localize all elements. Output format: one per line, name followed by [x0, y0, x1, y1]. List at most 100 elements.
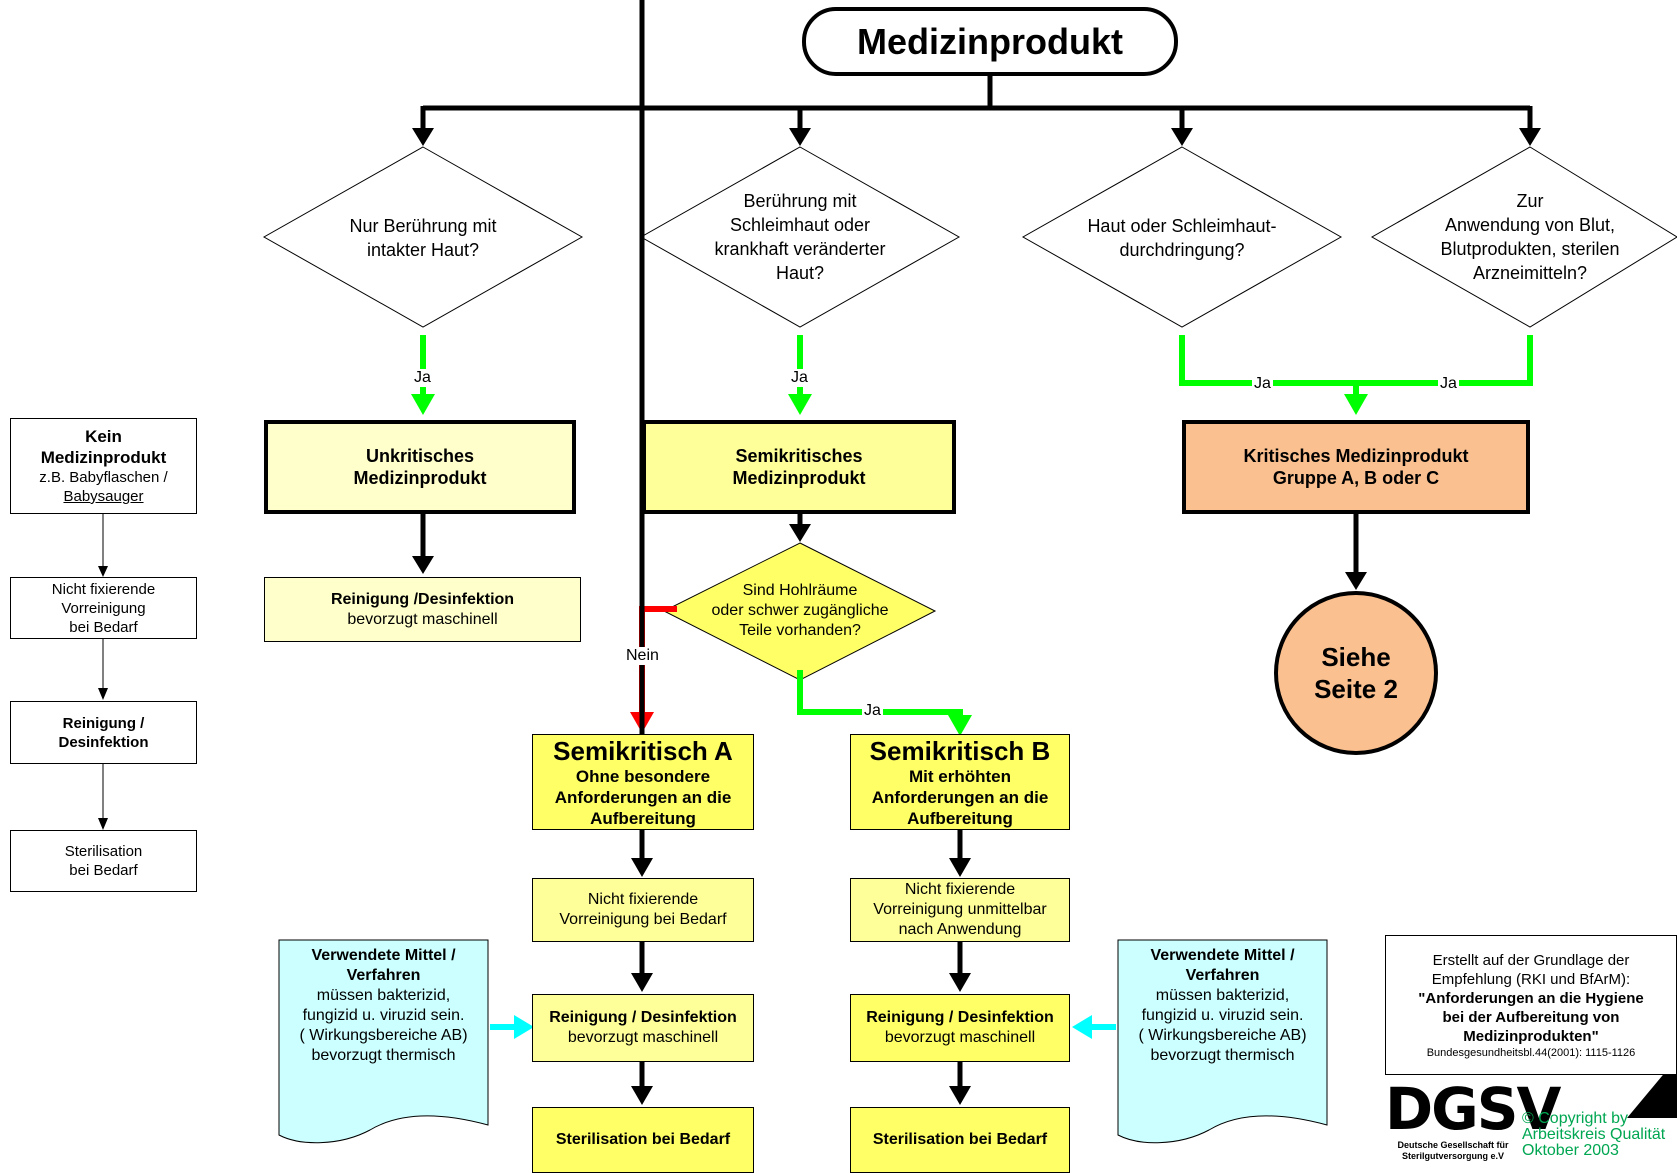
- question-4-line: Arzneimitteln?: [1472, 263, 1588, 283]
- mittel-line: müssen bakterizid,: [316, 987, 451, 1004]
- semi-b-title: Semikritisch B: [869, 735, 1051, 766]
- mittel-title-line: Verwendete Mittel /: [311, 947, 456, 964]
- mittel-line: ( Wirkungsbereiche AB): [299, 1027, 468, 1044]
- kritisch-line: Kritisches Medizinprodukt: [1243, 446, 1469, 466]
- dgsv-logo-text: DGSV: [1385, 1075, 1561, 1143]
- kein-vorreinigung-line: bei Bedarf: [69, 618, 138, 636]
- question-1-line: Nur Berührung mit: [349, 216, 497, 236]
- question-4-line: Anwendung von Blut,: [1444, 215, 1616, 235]
- kein-sub-line: z.B. Babyflaschen /: [39, 469, 168, 486]
- mittel-line: ( Wirkungsbereiche AB): [1138, 1027, 1307, 1044]
- question-3-line: durchdringung?: [1119, 240, 1245, 260]
- source-bold-line: "Anforderungen an die Hygiene: [1418, 989, 1644, 1007]
- semi-a-sub: Anforderungen an die: [554, 787, 732, 807]
- kein-sub-line: Babysauger: [63, 488, 144, 505]
- semi-b-vorreinigung-line: Nicht fixierende: [904, 881, 1016, 898]
- kein-reinigung-box: Reinigung / Desinfektion: [10, 701, 197, 764]
- hohlraum-line: Sind Hohlräume: [742, 582, 858, 599]
- column-a-arrows: [631, 0, 653, 1105]
- kein-sterilisation-line: bei Bedarf: [69, 862, 138, 879]
- top-bus: [412, 73, 1541, 146]
- unkritisch-reinigung-box: Reinigung /Desinfektion bevorzugt maschi…: [264, 577, 581, 642]
- question-1: Nur Berührung mit intakter Haut?: [304, 212, 542, 264]
- mittel-title-line: Verwendete Mittel /: [1150, 947, 1295, 964]
- mittel-right-text: Verwendete Mittel / Verfahren müssen bak…: [1118, 946, 1327, 1096]
- kein-sterilisation-line: Sterilisation: [64, 843, 143, 860]
- semi-a-vorreinigung-box: Nicht fixierende Vorreinigung bei Bedarf: [532, 878, 754, 942]
- semi-b-reinigung-title: Reinigung / Desinfektion: [866, 1009, 1054, 1026]
- cyan-arrows: [490, 1015, 1116, 1039]
- mittel-line: bevorzugt thermisch: [1150, 1047, 1295, 1064]
- source-bold-line: bei der Aufbereitung von: [1442, 1008, 1620, 1026]
- source-line: Erstellt auf der Grundlage der: [1432, 951, 1630, 969]
- unkritisch-reinigung-sub: bevorzugt maschinell: [347, 610, 498, 628]
- semi-a-reinigung-sub: bevorzugt maschinell: [567, 1029, 719, 1046]
- top-title: Medizinprodukt: [802, 7, 1178, 76]
- semi-a-reinigung-title: Reinigung / Desinfektion: [549, 1009, 737, 1026]
- mittel-doc-right: [1117, 939, 1328, 1144]
- semi-b-sub: Aufbereitung: [907, 808, 1013, 828]
- semi-a-vorreinigung-line: Nicht fixierende: [587, 891, 699, 908]
- kein-title-line: Kein: [85, 427, 122, 446]
- kein-reinigung-line: Reinigung /: [62, 714, 145, 732]
- semi-a-reinigung-box: Reinigung / Desinfektion bevorzugt masch…: [532, 994, 754, 1062]
- copyright-line: Arbeitskreis Qualität: [1522, 1126, 1666, 1143]
- siehe-seite-2-circle[interactable]: Siehe Seite 2: [1274, 591, 1438, 755]
- mittel-title-line: Verfahren: [1185, 967, 1260, 984]
- unkritisch-line: Unkritisches: [365, 446, 475, 466]
- question-4-line: Zur: [1516, 191, 1544, 211]
- ja-label-4: Ja: [1438, 375, 1459, 393]
- kein-column-arrows: [98, 514, 108, 830]
- semi-a-title: Semikritisch A: [553, 735, 733, 766]
- unkritisch-box: Unkritisches Medizinprodukt: [264, 420, 576, 514]
- semi-b-reinigung-box: Reinigung / Desinfektion bevorzugt masch…: [850, 994, 1070, 1062]
- semi-b-sub: Anforderungen an die: [871, 787, 1049, 807]
- dgsv-logo-sub2: Sterilgutversorgung e.V: [1401, 1151, 1505, 1161]
- siehe-line: Siehe: [1321, 642, 1391, 672]
- question-diamond-4: [1370, 146, 1677, 328]
- copyright-line: Oktober 2003: [1522, 1142, 1619, 1159]
- semi-a-sub: Aufbereitung: [590, 808, 696, 828]
- semi-a-sterilisation-text: Sterilisation bei Bedarf: [555, 1131, 731, 1148]
- copyright: © Copyright by Arbeitskreis Qualität Okt…: [1522, 1111, 1677, 1171]
- semi-a-sterilisation-box: Sterilisation bei Bedarf: [532, 1107, 754, 1173]
- mittel-title-line: Verfahren: [346, 967, 421, 984]
- unkritisch-reinigung-title: Reinigung /Desinfektion: [330, 590, 515, 608]
- question-2-line: Schleimhaut oder: [729, 215, 871, 235]
- question-2-line: Berührung mit: [743, 191, 857, 211]
- question-4-line: Blutprodukten, sterilen: [1440, 239, 1620, 259]
- semi-b-vorreinigung-line: nach Anwendung: [898, 921, 1022, 938]
- semi-b-sterilisation-box: Sterilisation bei Bedarf: [850, 1107, 1070, 1173]
- kein-reinigung-line: Desinfektion: [58, 733, 149, 751]
- kein-vorreinigung-box: Nicht fixierende Vorreinigung bei Bedarf: [10, 577, 197, 639]
- mittel-line: fungizid u. viruzid sein.: [1141, 1007, 1304, 1024]
- dgsv-logo: DGSV Deutsche Gesellschaft für Sterilgut…: [1385, 1075, 1561, 1173]
- kein-medizinprodukt-box: Kein Medizinprodukt z.B. Babyflaschen / …: [10, 418, 197, 514]
- semi-b-vorreinigung-box: Nicht fixierende Vorreinigung unmittelba…: [850, 878, 1070, 942]
- column-b-arrows: [949, 830, 971, 1105]
- question-4: Zur Anwendung von Blut, Blutprodukten, s…: [1400, 187, 1660, 287]
- question-2: Berührung mit Schleimhaut oder krankhaft…: [660, 187, 940, 287]
- top-title-text: Medizinprodukt: [857, 20, 1123, 62]
- source-line: Empfehlung (RKI und BfArM):: [1431, 970, 1631, 988]
- ja-label-1: Ja: [412, 369, 433, 387]
- semi-a-sub: Ohne besondere: [575, 766, 711, 786]
- semi-b-box: Semikritisch B Mit erhöhten Anforderunge…: [850, 734, 1070, 830]
- kein-sterilisation-box: Sterilisation bei Bedarf: [10, 830, 197, 892]
- question-3: Haut oder Schleimhaut- durchdringung?: [1042, 212, 1322, 264]
- question-diamond-2: [639, 146, 961, 328]
- siehe-line: Seite 2: [1314, 674, 1398, 704]
- category-down-arrows: [412, 512, 1367, 590]
- semi-b-sub: Mit erhöhten: [909, 766, 1011, 786]
- semi-a-box: Semikritisch A Ohne besondere Anforderun…: [532, 734, 754, 830]
- hohlraum-question: Sind Hohlräume oder schwer zugängliche T…: [690, 578, 910, 644]
- question-2-line: Haut?: [775, 263, 825, 283]
- mittel-line: bevorzugt thermisch: [311, 1047, 456, 1064]
- nein-label: Nein: [624, 647, 661, 665]
- kritisch-line: Gruppe A, B oder C: [1272, 468, 1440, 488]
- semi-b-reinigung-sub: bevorzugt maschinell: [884, 1029, 1036, 1046]
- question-1-line: intakter Haut?: [366, 240, 480, 260]
- question-diamond-1: [262, 146, 584, 328]
- unkritisch-line: Medizinprodukt: [353, 468, 487, 488]
- ja-arrows: [411, 335, 1533, 415]
